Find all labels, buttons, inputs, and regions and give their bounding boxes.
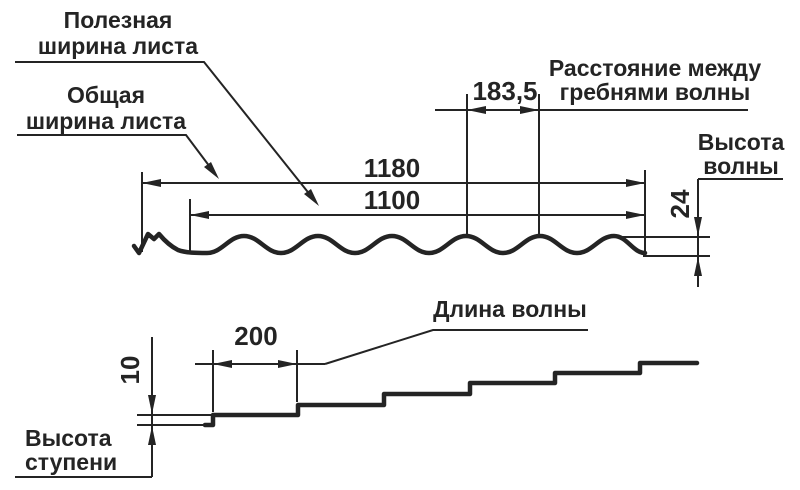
label-crest-distance-line2: гребнями волны	[559, 79, 751, 105]
arrow-1180-right	[626, 179, 645, 187]
label-useful-width-line2: ширина листа	[37, 33, 199, 59]
arrow-step-height-down	[148, 395, 156, 414]
label-wave-length: Длина волны	[433, 296, 587, 322]
label-wave-height-line2: волны	[703, 153, 779, 179]
label-wave-height: Высота волны	[671, 130, 800, 178]
label-crest-distance-line1: Расстояние между	[548, 55, 762, 81]
dim-value-1180: 1180	[363, 153, 421, 183]
leader-useful-width	[15, 61, 316, 202]
label-total-width-line1: Общая	[67, 82, 145, 108]
leader-total-width	[17, 134, 217, 176]
arrowhead-leader-total	[204, 162, 219, 179]
label-useful-width: Полезная ширина листа	[20, 7, 216, 59]
arrow-183-left	[467, 106, 486, 114]
arrow-wave-height-down	[694, 217, 702, 236]
arrowhead-leader-useful	[304, 189, 319, 206]
arrow-step-height-up	[148, 426, 156, 445]
arrow-1100-right	[626, 211, 645, 219]
arrow-1180-left	[142, 179, 161, 187]
wave-profile-path	[131, 231, 648, 256]
leader-wave-length	[324, 329, 588, 365]
dim-value-200: 200	[234, 321, 278, 351]
dim-value-1100: 1100	[363, 185, 421, 215]
dim-value-10: 10	[115, 355, 145, 385]
label-crest-distance: Расстояние между гребнями волны	[545, 56, 765, 104]
arrow-wave-height-up	[694, 257, 702, 276]
label-step-height-line1: Высота	[25, 425, 112, 451]
label-step-height-line2: ступени	[25, 449, 118, 475]
label-useful-width-line1: Полезная	[63, 7, 173, 33]
step-profile-path	[202, 360, 700, 428]
arrow-183-right	[520, 106, 539, 114]
dim-value-183-5: 183,5	[472, 76, 538, 106]
arrow-200-right	[278, 360, 297, 368]
arrow-1100-left	[190, 211, 209, 219]
dim-value-24: 24	[665, 189, 695, 219]
label-total-width: Общая ширина листа	[10, 82, 202, 134]
arrow-200-left	[213, 360, 232, 368]
label-wave-height-line1: Высота	[697, 129, 785, 155]
label-total-width-line2: ширина листа	[25, 108, 187, 134]
label-step-height: Высота ступени	[25, 426, 165, 474]
